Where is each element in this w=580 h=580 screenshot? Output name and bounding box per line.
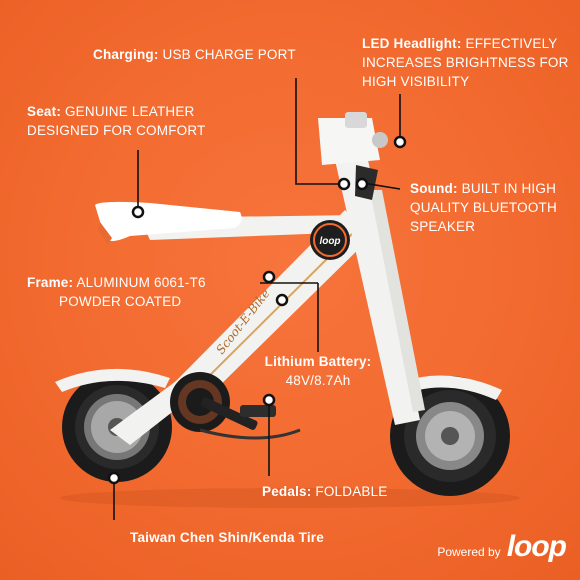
sound-callout: Sound: BUILT IN HIGH QUALITY BLUETOOTH S…	[410, 181, 557, 234]
headlight-dot	[393, 135, 407, 149]
headlight-callout: LED Headlight: EFFECTIVELY INCREASES BRI…	[362, 36, 569, 89]
tire-label: Taiwan Chen Shin/Kenda Tire	[130, 530, 324, 545]
sound-dot	[355, 177, 369, 191]
powered-by-branding: Powered by loop	[437, 530, 567, 563]
seat-callout: Seat: GENUINE LEATHER DESIGNED FOR COMFO…	[27, 104, 206, 138]
powered-by-text: Powered by	[437, 545, 501, 559]
frame-logo-text: loop	[319, 236, 340, 247]
pedals-label: Pedals	[262, 484, 307, 499]
seat	[95, 201, 242, 242]
headlight-label: LED Headlight	[362, 36, 457, 51]
front-wheel	[390, 376, 510, 496]
leader-lines	[113, 78, 401, 520]
charging-desc: USB CHARGE PORT	[162, 47, 296, 62]
frame-callout: Frame: ALUMINUM 6061-T6 POWDER COATED	[27, 275, 206, 309]
frame-label: Frame	[27, 275, 69, 290]
seat-label: Seat	[27, 104, 57, 119]
charging-label: Charging	[93, 47, 154, 62]
frame-dot-1	[262, 270, 276, 284]
sound-label: Sound	[410, 181, 453, 196]
seat-dot	[131, 205, 145, 219]
battery-desc: 48V/8.7Ah	[285, 373, 351, 388]
callout-dots	[107, 135, 407, 485]
pedals-dot	[262, 393, 276, 407]
frame-dot-2	[275, 293, 289, 307]
charging-dot	[337, 177, 351, 191]
frame-logo-badge	[310, 220, 350, 260]
battery-callout: Lithium Battery: 48V/8.7Ah	[258, 352, 378, 390]
pedals-desc: FOLDABLE	[315, 484, 388, 499]
loop-logo: loop	[506, 530, 567, 563]
tire-callout: Taiwan Chen Shin/Kenda Tire	[130, 528, 324, 547]
battery-label: Lithium Battery	[264, 354, 367, 369]
tire-dot	[107, 471, 121, 485]
steering-column	[335, 160, 420, 425]
charging-callout: Charging: USB CHARGE PORT	[93, 47, 296, 62]
crank-assembly	[170, 372, 301, 440]
pedals-callout: Pedals: FOLDABLE	[262, 484, 388, 499]
rear-fender	[55, 368, 170, 392]
handlebar-head	[318, 118, 380, 165]
